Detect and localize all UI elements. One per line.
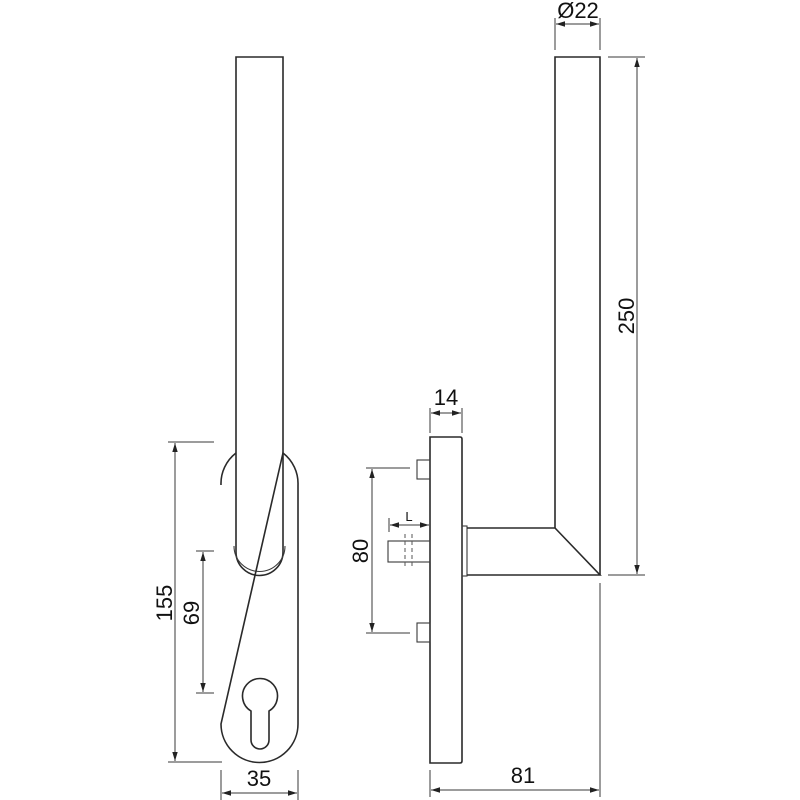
dim-label-250: 250 <box>614 298 639 335</box>
side-rose <box>461 525 468 577</box>
dim-label-69: 69 <box>179 601 204 625</box>
dim-label-diameter: Ø22 <box>557 0 599 23</box>
escutcheon-plate <box>220 451 299 764</box>
dim-label-155: 155 <box>152 585 177 622</box>
handle-neck <box>467 527 602 576</box>
handle-bar-front <box>235 56 284 577</box>
dimension-handle-height: 250 <box>608 56 645 576</box>
side-view <box>387 56 602 764</box>
dim-label-L: L <box>405 509 412 524</box>
dimension-projection: 81 <box>429 583 601 797</box>
fixing-boss-top <box>416 459 431 480</box>
dimension-diameter: Ø22 <box>554 0 601 50</box>
handle-bar-side <box>554 56 601 575</box>
dim-label-81: 81 <box>511 763 535 788</box>
dim-label-35: 35 <box>247 766 271 791</box>
square-spindle <box>387 540 431 563</box>
front-view <box>220 56 299 764</box>
side-plate <box>429 436 463 764</box>
dimension-fixing-distance: 80 <box>348 467 410 634</box>
dimension-plate-depth: 14 <box>429 385 463 433</box>
keyhole-icon <box>241 677 279 750</box>
dimension-spindle-to-cylinder: 69 <box>179 550 214 694</box>
fixing-boss-bottom <box>416 622 431 643</box>
dimension-spindle-length: L <box>388 509 429 532</box>
dim-label-14: 14 <box>434 385 458 410</box>
dim-label-80: 80 <box>348 539 373 563</box>
dimension-plate-width: 35 <box>220 766 299 800</box>
dimension-plate-height: 155 <box>152 441 222 763</box>
rose-ring <box>233 545 286 573</box>
